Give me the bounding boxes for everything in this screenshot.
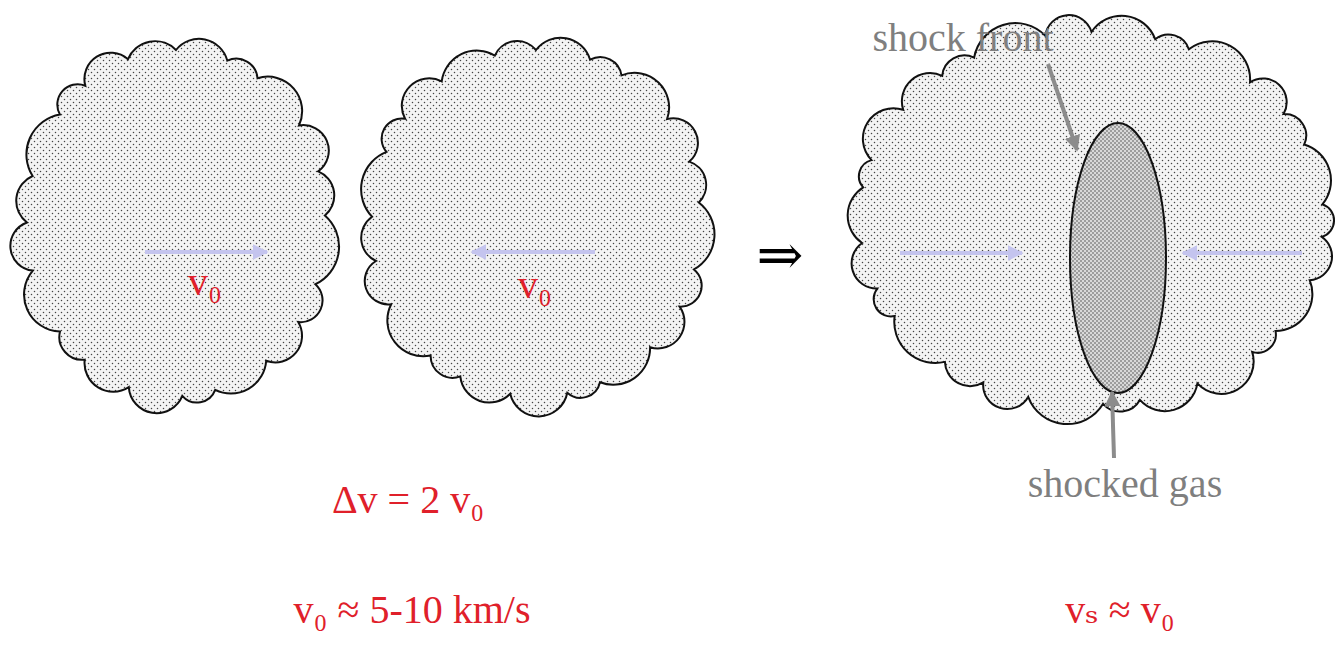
cloud-outline [360, 38, 712, 408]
shocked-gas-layer [1070, 123, 1166, 393]
cloud-outline [15, 38, 337, 408]
flow-arrow [900, 251, 1022, 255]
merged-cloud [848, 15, 1334, 424]
leader-arrow [1048, 64, 1077, 150]
equation: v₀ ≈ 5-10 km/s [293, 589, 530, 631]
equation: Δv = 2 v₀ [332, 479, 484, 521]
gas-cloud: v₀ [15, 38, 337, 408]
velocity-arrow [145, 250, 267, 254]
cloud-shape [361, 38, 714, 417]
callout-label: shocked gas [1028, 463, 1222, 505]
velocity-label: v₀ [188, 262, 222, 302]
cloud-shape [10, 39, 339, 413]
callout-label: shock front [872, 17, 1053, 59]
leader-arrow [1112, 392, 1114, 458]
velocity-label: v₀ [518, 265, 552, 305]
implies-symbol: ⇒ [757, 226, 804, 285]
velocity-arrow [472, 250, 595, 254]
gas-cloud: v₀ [360, 38, 712, 408]
equation: vₛ ≈ v₀ [1065, 589, 1174, 631]
flow-arrow [1183, 251, 1302, 255]
